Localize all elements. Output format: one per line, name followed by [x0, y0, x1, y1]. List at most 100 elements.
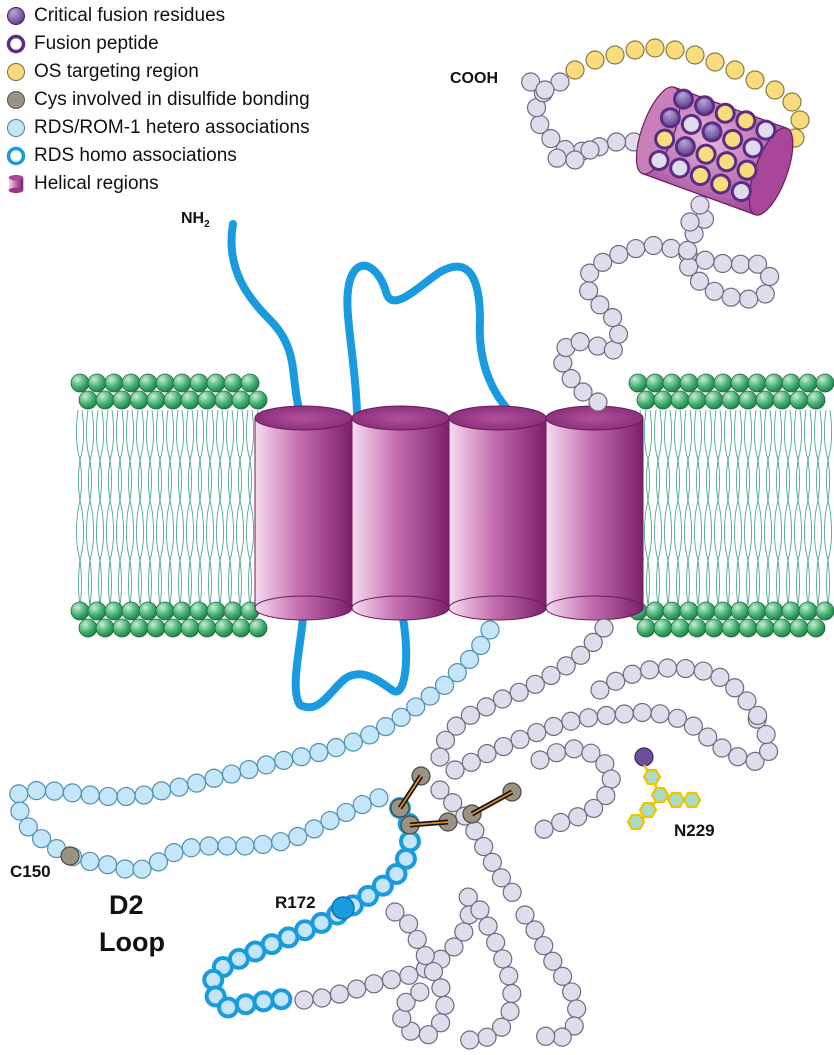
lipid-tail [823, 409, 831, 606]
os-targeting-residue [735, 110, 757, 132]
residue [737, 691, 757, 711]
residue [606, 671, 626, 691]
helix-cylinder-2 [351, 417, 450, 609]
lipid-head [180, 618, 200, 638]
residue [544, 716, 564, 737]
residue [546, 743, 567, 763]
lipid-tail [793, 409, 801, 606]
lipid-head [180, 390, 200, 410]
lipid-head [636, 618, 656, 638]
transmembrane-helices [254, 405, 644, 621]
lipid-head [789, 618, 809, 638]
residue [730, 254, 751, 274]
residue [486, 932, 506, 953]
residue [543, 951, 563, 971]
residue [594, 618, 614, 638]
residue [509, 682, 529, 702]
lipid-head [78, 618, 98, 638]
lipid-head [713, 601, 733, 621]
residue [235, 836, 255, 856]
residue [326, 738, 346, 758]
residue [608, 324, 629, 344]
legend-hetero-associations: RDS/ROM-1 hetero associations [4, 114, 384, 142]
lipid-head [189, 373, 209, 393]
residue [217, 836, 237, 856]
residue [578, 708, 599, 728]
os-targeting-residue [745, 70, 765, 90]
lipid-tail [765, 409, 773, 606]
residue [661, 238, 681, 258]
lipid-tail [107, 409, 115, 606]
lipid-tail [165, 409, 173, 606]
lipid-head [231, 390, 251, 410]
lipid-tail [805, 409, 813, 606]
residue [476, 697, 496, 717]
residue [534, 819, 554, 839]
lipid-tail [703, 409, 711, 606]
lipid-head [129, 618, 149, 638]
os-targeting-residue [645, 38, 665, 58]
os-targeting-residue [665, 40, 685, 60]
os-targeting-residue [705, 52, 725, 72]
purple-cylinder-icon [8, 174, 24, 194]
residue [556, 656, 576, 676]
residue [553, 353, 573, 373]
lipid-head [163, 618, 183, 638]
lipid-head [104, 373, 124, 393]
residue [493, 949, 513, 969]
residue [570, 332, 590, 352]
residue [234, 993, 257, 1016]
lipid-tail [157, 409, 165, 606]
residue [26, 781, 47, 801]
residue [477, 1027, 497, 1047]
helix-cylinder-3 [448, 417, 547, 609]
residue [603, 308, 623, 328]
residue [590, 680, 610, 700]
residue [552, 1027, 572, 1047]
residue [579, 281, 599, 301]
residue [502, 983, 522, 1004]
residue [713, 253, 733, 274]
lipid-head [112, 618, 132, 638]
lipid-head [653, 618, 673, 638]
residue [521, 72, 541, 92]
lipid-head [670, 390, 690, 410]
residue [500, 1001, 520, 1022]
lipid-tail [693, 409, 701, 606]
lipid-tail [227, 409, 235, 606]
lipid-tail [643, 409, 651, 606]
residue [329, 984, 350, 1004]
lipid-head [223, 373, 243, 393]
lipid-tail [705, 409, 713, 606]
lipid-tail [725, 409, 733, 606]
lipid-head [704, 390, 724, 410]
lipid-head [172, 601, 192, 621]
legend-label: RDS/ROM-1 hetero associations [34, 117, 310, 138]
blue-ring-icon [6, 146, 26, 166]
legend: Critical fusion residues Fusion peptide … [4, 2, 384, 198]
residue [480, 620, 500, 640]
lipid-head [129, 390, 149, 410]
residue [446, 716, 466, 736]
residue [596, 705, 616, 726]
legend-homo-associations: RDS homo associations [4, 142, 384, 170]
lipid-head [214, 618, 234, 638]
residue [667, 708, 688, 728]
lipid-head [197, 618, 217, 638]
lipid-head [87, 373, 107, 393]
glycan-n229 [626, 764, 702, 830]
lipid-head [636, 390, 656, 410]
lipid-head [738, 618, 758, 638]
residue [431, 978, 451, 998]
residue [493, 736, 514, 757]
lipid-head [764, 373, 784, 393]
residue-r172 [331, 896, 355, 920]
lipid-head [87, 601, 107, 621]
residue [217, 996, 240, 1019]
residue [541, 665, 561, 686]
residue [606, 132, 627, 152]
residue [10, 801, 30, 821]
os-targeting-residue [710, 173, 732, 195]
residue [536, 1026, 556, 1046]
residue [657, 658, 678, 678]
